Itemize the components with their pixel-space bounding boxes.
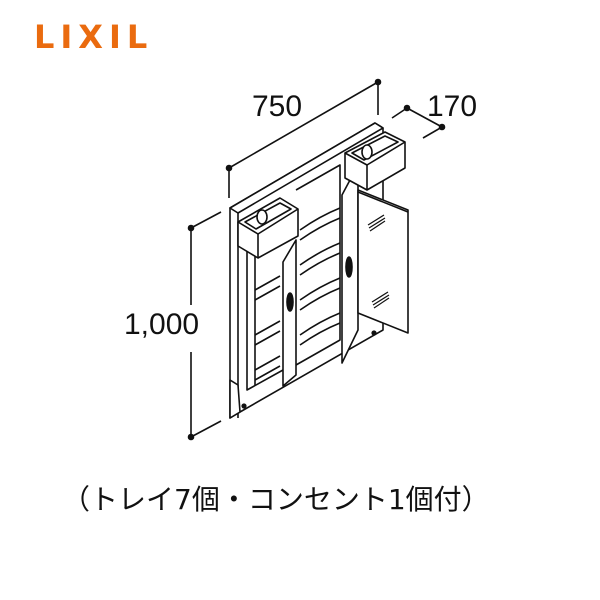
left-door: [282, 239, 297, 387]
center-door: [341, 164, 359, 364]
left-compartment: [246, 243, 284, 391]
lixil-logo: LIXIL: [34, 18, 154, 56]
height-dimension: 1,000: [124, 308, 200, 341]
right-top-tray: [344, 131, 406, 191]
middle-compartment: [295, 164, 341, 366]
left-top-tray: [237, 197, 299, 259]
product-caption: （トレイ7個・コンセント1個付）: [62, 483, 490, 516]
depth-dimension: 170: [427, 90, 478, 123]
dimension-lines: [187, 78, 446, 441]
width-dimension: 750: [252, 90, 303, 123]
right-door-mirror: [357, 189, 409, 334]
